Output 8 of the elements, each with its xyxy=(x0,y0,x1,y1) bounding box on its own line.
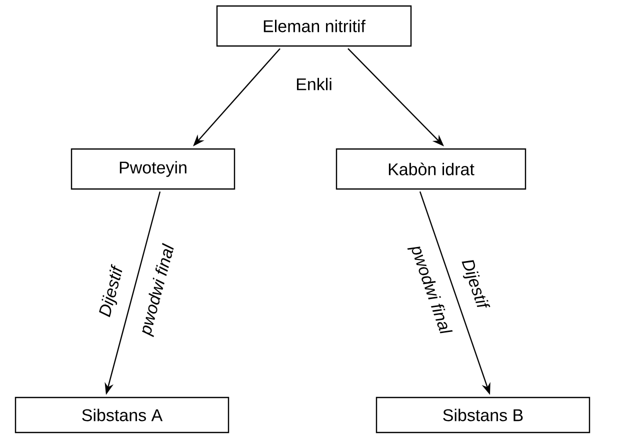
process-box: Pwoteyin xyxy=(70,148,236,190)
process-box: Eleman nitritif xyxy=(216,5,412,47)
label: pwodwi final xyxy=(142,242,174,338)
label: Dijestif xyxy=(99,264,122,318)
label: Enkli xyxy=(296,78,332,90)
process-box: Kabòn idrat xyxy=(336,148,526,190)
process-box: Sibstans A xyxy=(14,396,230,434)
process-box: Sibstans B xyxy=(376,396,590,434)
